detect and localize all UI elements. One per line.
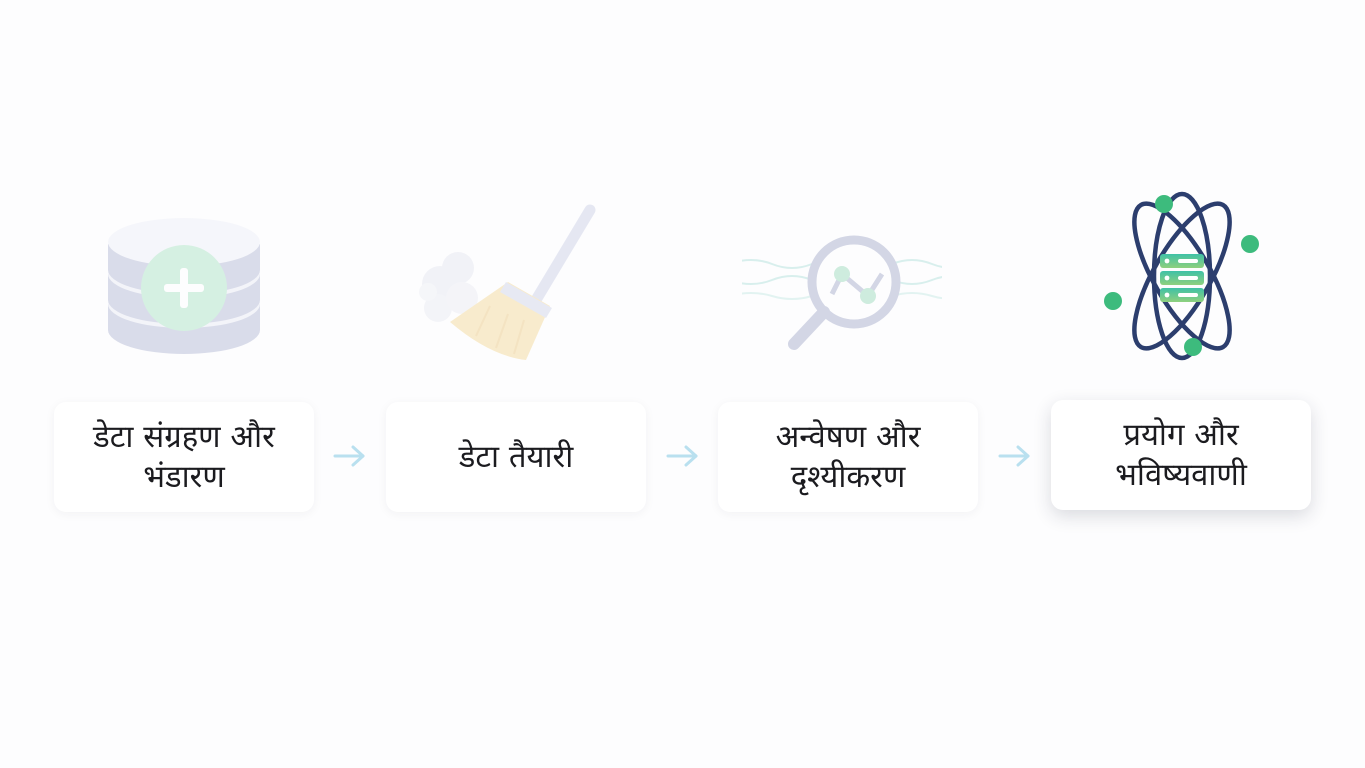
arrow-right-icon bbox=[332, 443, 368, 469]
atom-server-icon bbox=[1082, 186, 1282, 366]
broom-icon bbox=[410, 196, 610, 376]
step-card-exploration: अन्वेषण और दृश्यीकरण bbox=[718, 402, 978, 512]
step-label-preparation: डेटा तैयारी bbox=[458, 439, 574, 475]
step-label-prediction: प्रयोग और भविष्यवाणी bbox=[1115, 417, 1247, 493]
step-label-exploration: अन्वेषण और दृश्यीकरण bbox=[775, 419, 921, 495]
database-add-icon bbox=[84, 200, 284, 380]
step-card-preparation: डेटा तैयारी bbox=[386, 402, 646, 512]
arrow-right-icon bbox=[665, 443, 701, 469]
step-card-prediction: प्रयोग और भविष्यवाणी bbox=[1051, 400, 1311, 510]
magnifier-chart-icon bbox=[742, 196, 942, 376]
step-label-collection: डेटा संग्रहण और भंडारण bbox=[93, 419, 275, 495]
step-card-collection: डेटा संग्रहण और भंडारण bbox=[54, 402, 314, 512]
arrow-right-icon bbox=[997, 443, 1033, 469]
